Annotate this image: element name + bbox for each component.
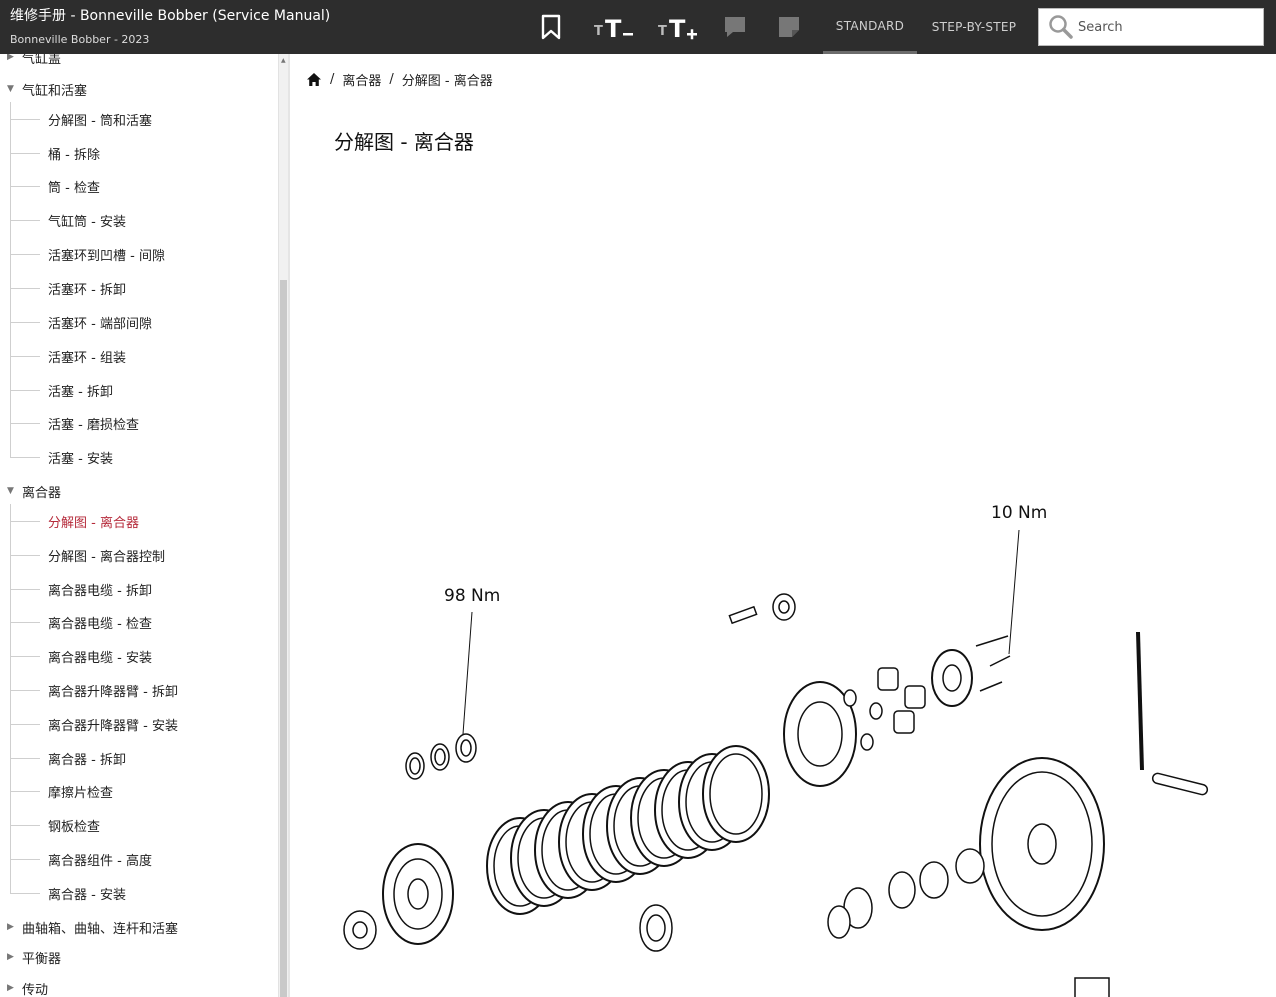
search-box[interactable] [1038,8,1264,46]
toc-group-balancer[interactable]: ▶ 平衡器 [0,948,61,967]
svg-text:T: T [605,15,622,41]
search-icon [1048,14,1074,40]
svg-text:T: T [669,15,686,41]
expand-triangle-icon: ▶ [7,54,14,62]
toc-item[interactable]: 离合器组件 - 高度 [48,854,152,869]
toc-item[interactable]: 分解图 - 离合器控制 [48,550,165,565]
toc-item[interactable]: 钢板检查 [48,820,101,835]
toc-item[interactable]: 摩擦片检查 [48,786,114,801]
toc-item[interactable]: 活塞环 - 组装 [48,351,126,366]
breadcrumb-link[interactable]: 离合器 [342,74,382,89]
scroll-up-icon[interactable]: ▲ [281,57,286,64]
toc-item[interactable]: 活塞环 - 拆卸 [48,283,126,298]
toc-item[interactable]: 活塞 - 磨损检查 [48,418,139,433]
expand-triangle-icon: ▶ [7,983,14,993]
torque-label: 10 Nm [991,503,1048,523]
collapse-triangle-icon: ▼ [7,486,14,496]
pane-divider [288,54,290,997]
vehicle-subtitle: Bonneville Bobber - 2023 [10,33,150,46]
toc-sidebar: ▶ 气缸盖 ▼ 气缸和活塞 分解图 - 筒和活塞 桶 - 拆除 筒 - 检查 气… [0,54,278,997]
bookmark-icon[interactable] [534,11,568,43]
toc-item[interactable]: 离合器 - 拆卸 [48,753,126,768]
toc-item[interactable]: 离合器电缆 - 安装 [48,651,152,666]
toc-group-cylinders-pistons[interactable]: ▼ 气缸和活塞 [0,80,87,99]
page-title: 分解图 - 离合器 [334,130,474,154]
scrollbar-thumb[interactable] [280,280,287,997]
toc-item[interactable]: 离合器电缆 - 拆卸 [48,584,152,599]
home-icon[interactable] [306,72,322,87]
breadcrumb: / 离合器 / 分解图 - 离合器 [306,70,493,89]
toc-item[interactable]: 活塞 - 安装 [48,452,113,467]
toc-group-transmission[interactable]: ▶ 传动 [0,979,48,997]
toc-item[interactable]: 离合器电缆 - 检查 [48,617,152,632]
tree-guide [10,102,11,457]
content-pane: / 离合器 / 分解图 - 离合器 分解图 - 离合器 [290,54,1276,997]
note-icon[interactable] [772,11,806,43]
toc-item[interactable]: 离合器 - 安装 [48,888,126,903]
svg-text:T: T [594,24,603,39]
toc-item[interactable]: 活塞环到凹槽 - 间隙 [48,249,165,264]
tree-guide [10,504,11,893]
toc-item[interactable]: 分解图 - 筒和活塞 [48,114,152,129]
svg-text:T: T [658,24,667,39]
manual-title: 维修手册 - Bonneville Bobber (Service Manual… [10,8,331,24]
toc-item[interactable]: 桶 - 拆除 [48,148,100,163]
expand-triangle-icon: ▶ [7,922,14,932]
collapse-triangle-icon: ▼ [7,84,14,94]
toc-item-active[interactable]: 分解图 - 离合器 [48,516,139,531]
toc-item[interactable]: 活塞 - 拆卸 [48,385,113,400]
toc-item[interactable]: 离合器升降器臂 - 安装 [48,719,178,734]
torque-label: 98 Nm [444,586,501,606]
sidebar-scrollbar[interactable]: ▲ [278,54,288,997]
expand-triangle-icon: ▶ [7,952,14,962]
toc-item[interactable]: 活塞环 - 端部间隙 [48,317,152,332]
toc-group-cylinder-head[interactable]: ▶ 气缸盖 [0,54,61,67]
tab-standard[interactable]: STANDARD [823,0,917,54]
app-header: 维修手册 - Bonneville Bobber (Service Manual… [0,0,1276,54]
comment-icon[interactable] [718,11,752,43]
toc-item[interactable]: 气缸筒 - 安装 [48,215,126,230]
breadcrumb-current: 分解图 - 离合器 [401,74,493,89]
toc-item[interactable]: 离合器升降器臂 - 拆卸 [48,685,178,700]
tab-step-by-step[interactable]: STEP-BY-STEP [931,20,1017,34]
clutch-exploded-diagram [343,529,1209,997]
search-input[interactable] [1078,19,1258,35]
toc-item[interactable]: 筒 - 检查 [48,181,100,196]
toc-group-clutch[interactable]: ▼ 离合器 [0,482,61,501]
toc-group-crankcase[interactable]: ▶ 曲轴箱、曲轴、连杆和活塞 [0,918,178,937]
